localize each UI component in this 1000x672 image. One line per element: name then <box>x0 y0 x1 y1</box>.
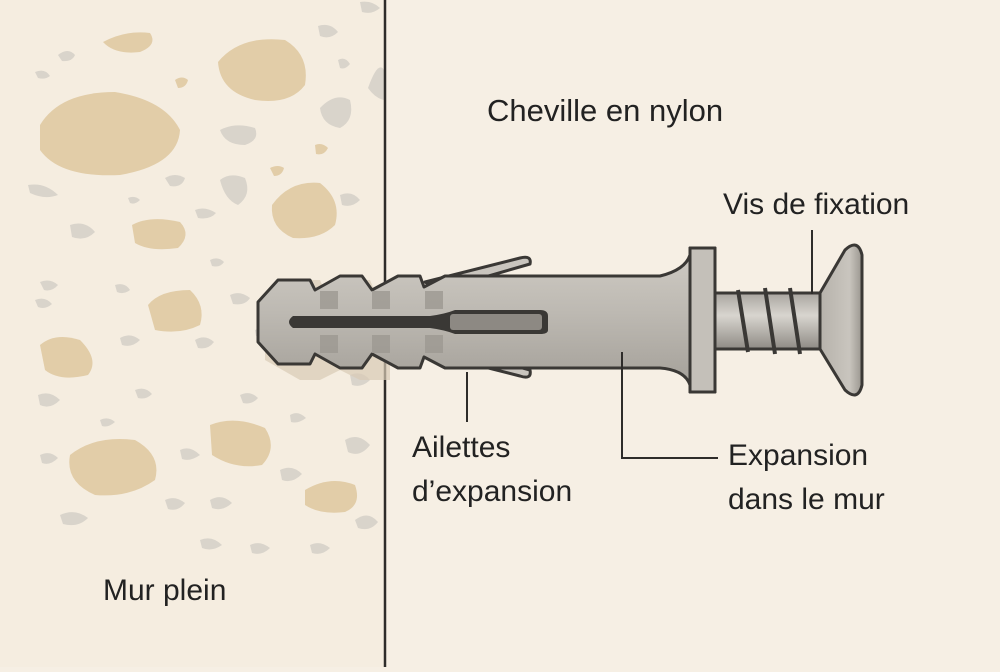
screw-head <box>818 243 864 397</box>
expansion-label-line2: dans le mur <box>728 483 885 516</box>
screw <box>713 243 864 397</box>
leader-lines <box>466 230 813 459</box>
leader-expansion <box>621 352 718 459</box>
screw-label: Vis de fixation <box>723 188 910 221</box>
wings-label-line2: d’expansion <box>412 475 573 508</box>
expansion-label-line1: Expansion <box>728 439 869 472</box>
plug-ribs <box>320 291 443 353</box>
title-label: Cheville en nylon <box>487 93 724 128</box>
wall-label: Mur plein <box>103 574 227 607</box>
wings-label-line1: Ailettes <box>412 431 511 464</box>
plug-slot-inner <box>450 314 542 330</box>
stone-aggregate-tan <box>40 32 358 513</box>
